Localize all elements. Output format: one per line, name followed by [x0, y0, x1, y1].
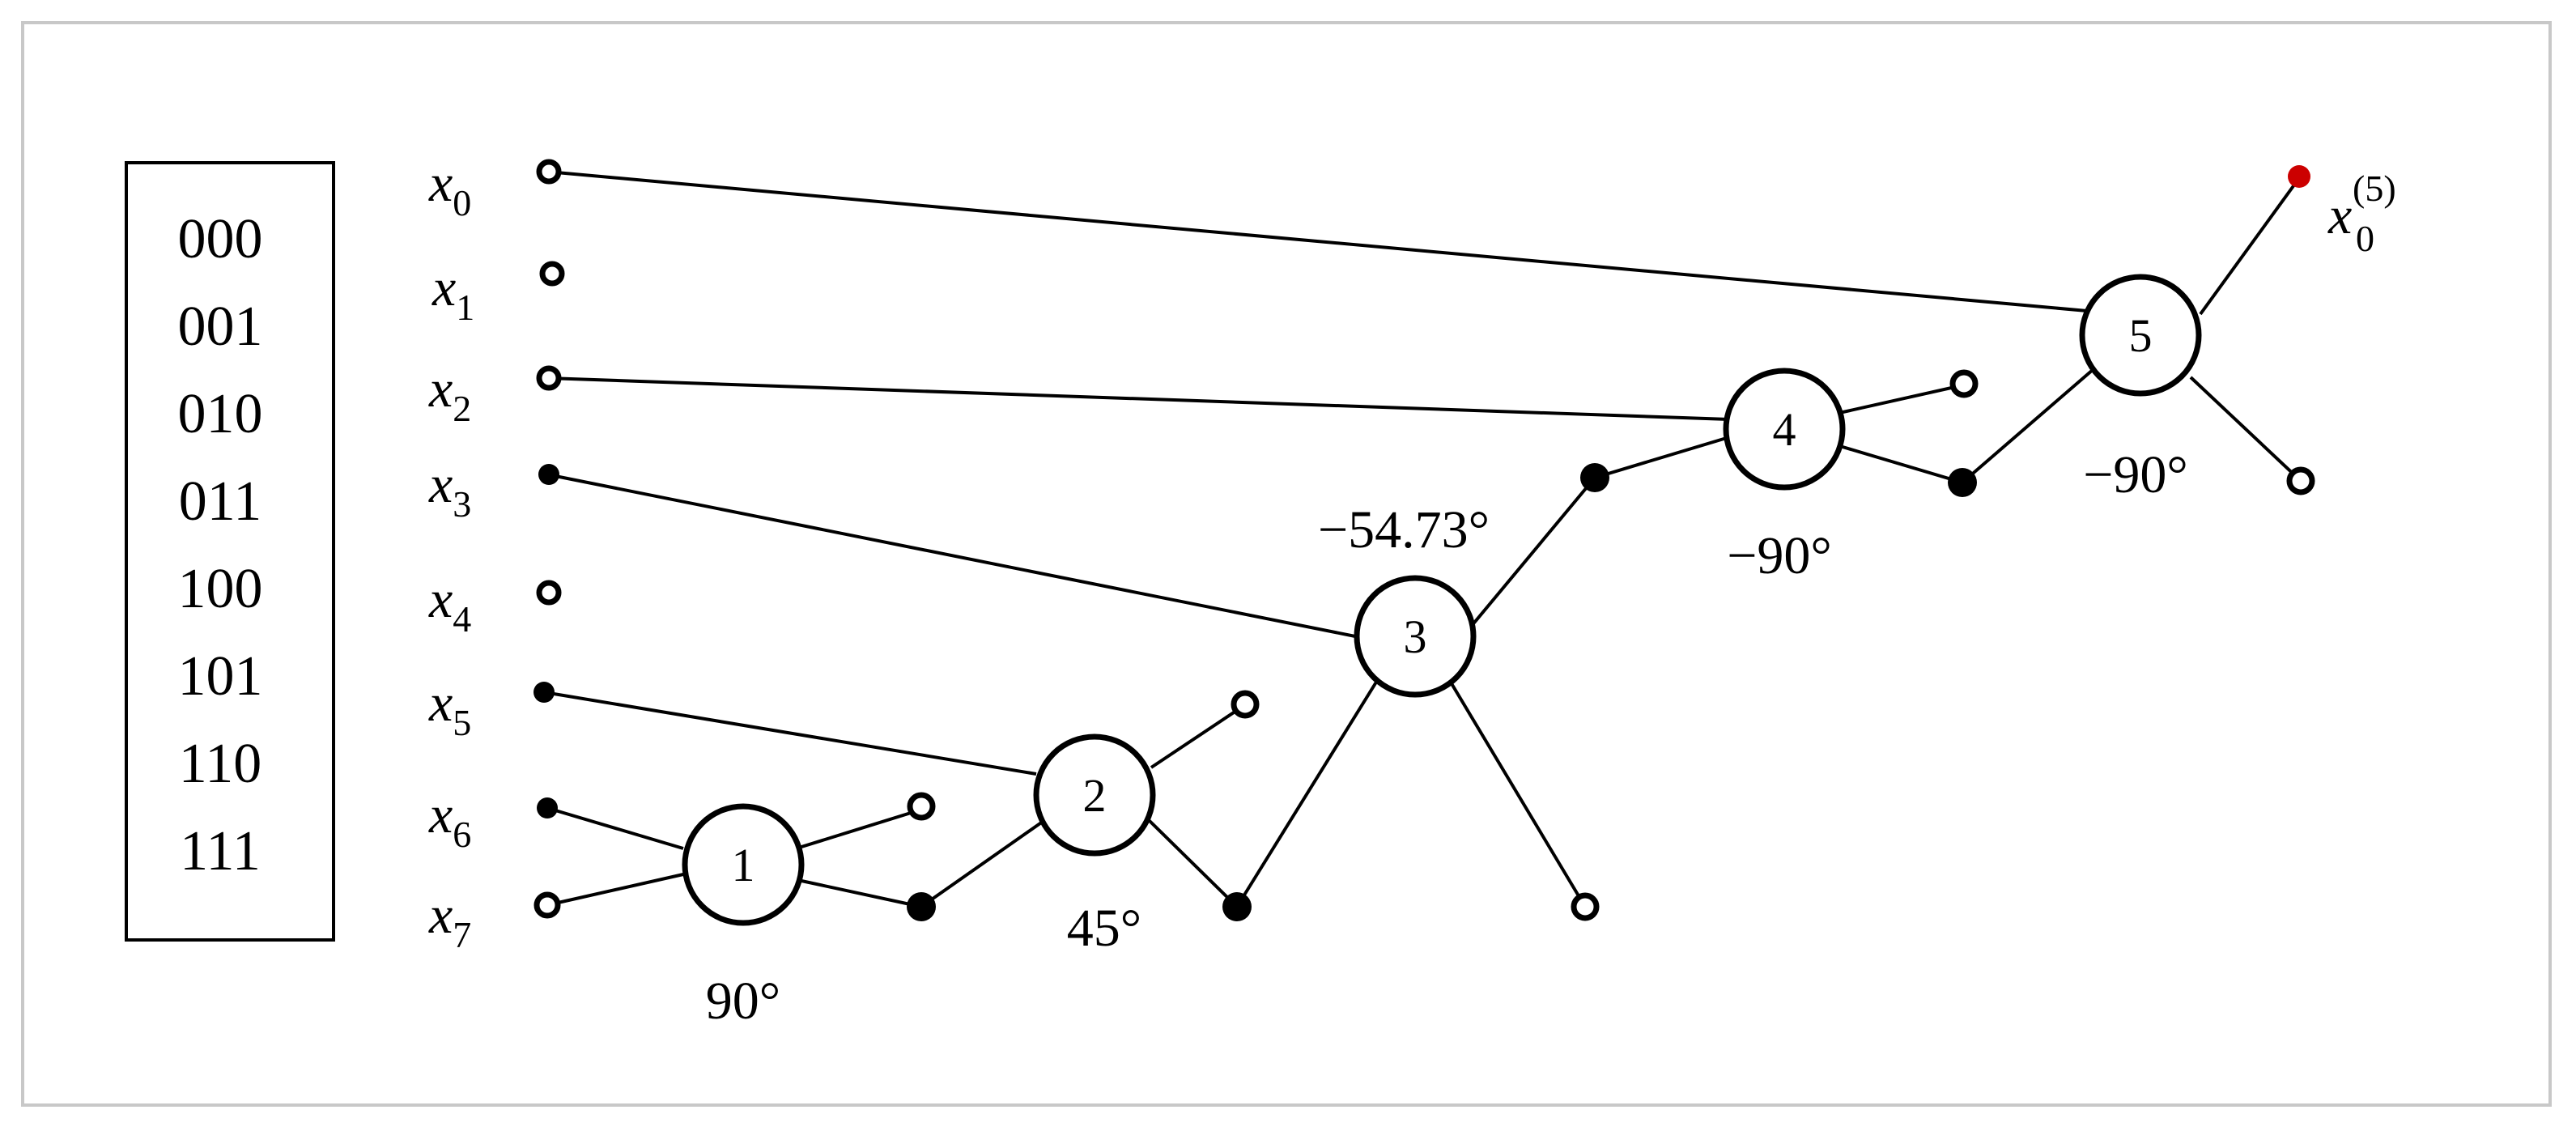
- node-3-angle: −54.73°: [1318, 500, 1490, 559]
- edge-x5-node2: [543, 691, 1037, 776]
- open-dot-x1: [539, 261, 565, 287]
- node-4: [1723, 368, 1846, 491]
- edge-x7-node1: [546, 873, 684, 907]
- edge-filled-node2: [920, 818, 1048, 908]
- open-dot-node5: [2286, 466, 2315, 495]
- filled-dot-node4: [1948, 468, 1977, 497]
- open-dot-node1: [907, 792, 936, 821]
- edge-node3-filled: [1465, 476, 1596, 633]
- node-3: [1354, 575, 1477, 698]
- node-5-label: 5: [2129, 309, 2153, 362]
- binary-code-100: 100: [178, 558, 263, 620]
- open-dot-node2: [1231, 690, 1260, 719]
- node-2-label: 2: [1083, 769, 1107, 822]
- binary-code-110: 110: [179, 733, 261, 795]
- edge-node2-open: [1150, 704, 1245, 769]
- edge-node2-filled: [1146, 818, 1239, 908]
- svg-text:x: x: [2327, 186, 2352, 245]
- edge-node5-open: [2189, 376, 2302, 483]
- edge-node4-filled: [1842, 445, 1963, 484]
- figure-frame: [21, 21, 2552, 1107]
- input-label-x5: x5: [428, 674, 471, 743]
- node-2-angle: 45°: [1067, 899, 1141, 958]
- edge-node5-output: [2199, 176, 2301, 316]
- input-label-x1: x1: [431, 258, 474, 328]
- node-2: [1033, 733, 1156, 857]
- filled-dot-node1: [907, 892, 936, 921]
- input-label-x3: x3: [428, 455, 471, 525]
- edge-node3-open: [1446, 675, 1587, 908]
- edge-x6-node1: [546, 806, 684, 850]
- open-dot-x4: [536, 580, 562, 606]
- input-label-x7: x7: [428, 886, 471, 955]
- node-3-label: 3: [1404, 610, 1427, 663]
- node-1: [682, 803, 805, 926]
- open-dot-node4: [1949, 369, 1979, 398]
- binary-code-111: 111: [180, 820, 261, 882]
- open-dot-x7: [533, 891, 561, 919]
- edge-node1-open: [801, 808, 922, 848]
- binary-code-101: 101: [178, 645, 263, 708]
- filled-dot-x5: [533, 682, 555, 703]
- edge-filled-node5: [1961, 368, 2095, 484]
- open-dot-node3: [1571, 892, 1600, 921]
- input-label-x0: x0: [428, 154, 471, 223]
- edge-node1-filled: [801, 879, 922, 908]
- open-dot-x2: [536, 365, 562, 391]
- binary-code-010: 010: [178, 383, 263, 445]
- node-5: [2079, 274, 2202, 397]
- open-dot-x0: [536, 159, 562, 185]
- filled-dot-node3: [1580, 463, 1609, 492]
- filled-dot-x3: [538, 464, 559, 485]
- edge-filled-node3: [1235, 675, 1381, 908]
- binary-code-011: 011: [179, 470, 261, 533]
- edge-x3-node3: [546, 473, 1356, 638]
- edge-filled-node4: [1594, 436, 1730, 479]
- edges: [543, 170, 2302, 908]
- node-4-angle: −90°: [1727, 526, 1832, 585]
- filled-dot-node2: [1222, 892, 1252, 921]
- input-label-x6: x6: [428, 785, 471, 855]
- filled-dot-x6: [537, 797, 558, 818]
- output-dot: [2288, 165, 2310, 188]
- input-label-x4: x4: [428, 570, 471, 640]
- output-label: x 0 (5): [2327, 168, 2396, 259]
- edge-x0-node5: [546, 170, 2088, 313]
- binary-code-box: [125, 161, 335, 942]
- edge-node4-open: [1838, 384, 1963, 415]
- node-1-angle: 90°: [706, 972, 780, 1031]
- svg-text:0: 0: [2356, 218, 2374, 259]
- binary-code-001: 001: [178, 296, 263, 358]
- input-label-x2: x2: [428, 359, 471, 429]
- node-1-label: 1: [732, 839, 755, 891]
- svg-text:(5): (5): [2353, 168, 2396, 209]
- binary-code-000: 000: [178, 208, 263, 270]
- edge-x2-node4: [546, 376, 1730, 421]
- node-5-angle: −90°: [2083, 445, 2188, 504]
- node-4-label: 4: [1773, 403, 1796, 456]
